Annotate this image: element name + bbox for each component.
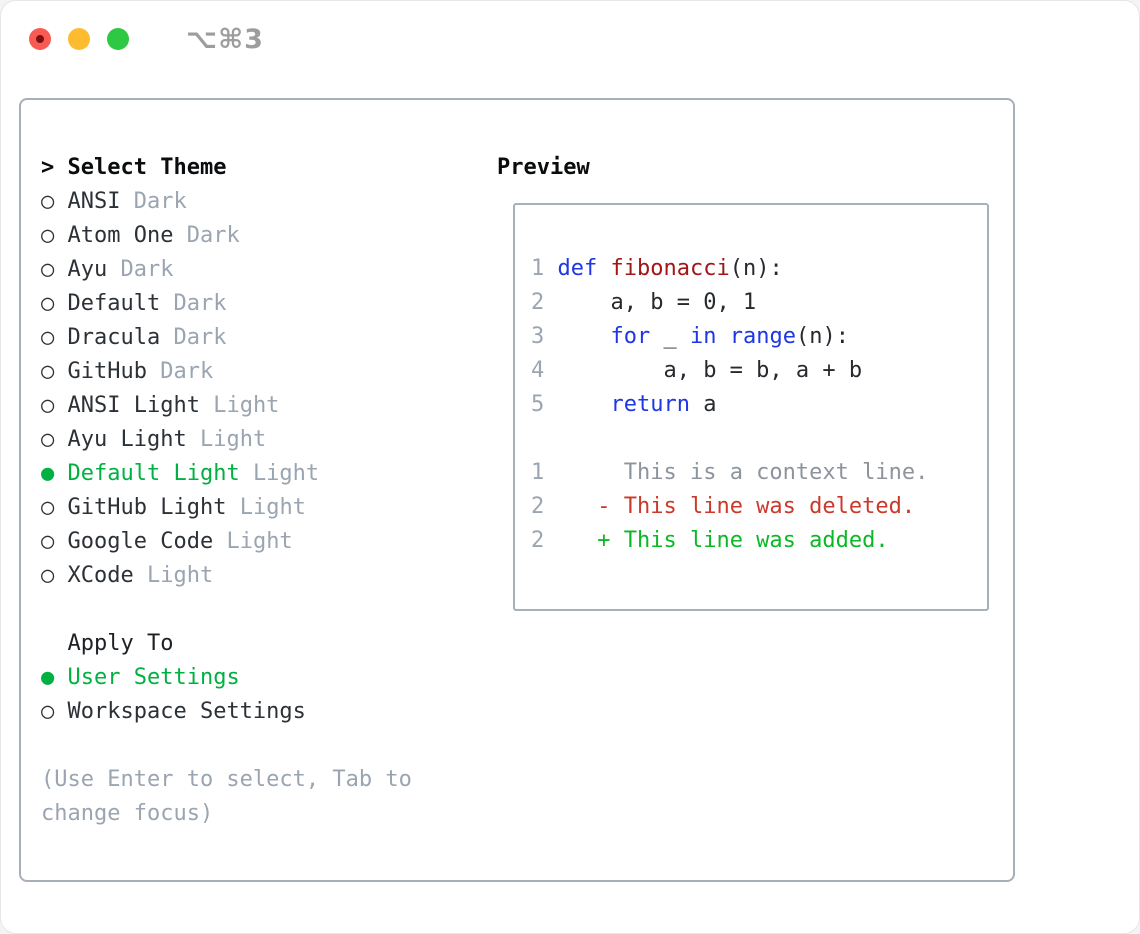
theme-option[interactable]: ○ Ayu Dark	[41, 253, 477, 287]
theme-option[interactable]: ○ GitHub Dark	[41, 355, 477, 389]
prompt-icon: >	[41, 155, 55, 180]
theme-option[interactable]: ○ Google Code Light	[41, 525, 477, 559]
theme-name: Ayu Light	[67, 427, 187, 452]
apply-option[interactable]: ● User Settings	[41, 661, 477, 695]
theme-variant: Dark	[186, 223, 240, 248]
diff-line-deleted: 2 - This line was deleted.	[531, 494, 916, 519]
theme-name: Dracula	[67, 325, 161, 350]
theme-variant: Dark	[133, 189, 187, 214]
theme-variant: Light	[199, 427, 267, 452]
spacer	[41, 729, 477, 763]
code-block: 1 def fibonacci(n): 2 a, b = 0, 1 3 for _ …	[531, 252, 987, 422]
hint-text: (Use Enter to select, Tab to change focu…	[41, 767, 412, 826]
radio-icon: ○	[41, 257, 55, 282]
radio-icon: ○	[41, 223, 55, 248]
diff-line-context: 1 This is a context line.	[531, 460, 929, 485]
line-number: 2	[531, 494, 545, 519]
theme-option[interactable]: ○ Ayu Light Light	[41, 423, 477, 457]
diff-marker: -	[597, 494, 624, 519]
window-title: ⌥⌘3	[186, 23, 264, 55]
code-line: 3 for _ in range(n):	[531, 324, 849, 349]
radio-icon: ○	[41, 359, 55, 384]
apply-to-list: ● User Settings○ Workspace Settings	[41, 661, 477, 729]
main-panel: > Select Theme ○ ANSI Dark○ Atom One Dar…	[19, 98, 1015, 882]
theme-option[interactable]: ○ Dracula Dark	[41, 321, 477, 355]
theme-variant: Light	[252, 461, 320, 486]
theme-variant: Dark	[120, 257, 174, 282]
theme-variant: Light	[146, 563, 214, 588]
theme-option[interactable]: ○ ANSI Dark	[41, 185, 477, 219]
radio-icon: ○	[41, 393, 55, 418]
spacer	[41, 593, 477, 627]
theme-name: GitHub	[67, 359, 147, 384]
apply-option-label: User Settings	[67, 665, 240, 690]
line-number: 1	[531, 460, 545, 485]
theme-name: Default Light	[67, 461, 240, 486]
radio-icon: ○	[41, 495, 55, 520]
theme-variant: Dark	[173, 325, 227, 350]
theme-name: XCode	[67, 563, 134, 588]
radio-icon: ○	[41, 325, 55, 350]
theme-name: Atom One	[67, 223, 174, 248]
radio-icon: ●	[41, 461, 55, 486]
diff-marker: +	[597, 528, 624, 553]
preview-heading: Preview	[497, 155, 590, 180]
radio-icon: ○	[41, 427, 55, 452]
zoom-button[interactable]	[107, 28, 129, 50]
line-number: 2	[531, 528, 545, 553]
minimize-button[interactable]	[68, 28, 90, 50]
theme-variant: Light	[239, 495, 306, 520]
line-number: 4	[531, 358, 545, 383]
theme-variant: Dark	[160, 359, 214, 384]
radio-icon: ○	[41, 699, 55, 724]
theme-name: ANSI Light	[67, 393, 200, 418]
theme-option[interactable]: ○ Atom One Dark	[41, 219, 477, 253]
code-line: 2 a, b = 0, 1	[531, 290, 757, 315]
radio-icon: ○	[41, 563, 55, 588]
code-line: 5 return a	[531, 392, 717, 417]
radio-icon: ○	[41, 291, 55, 316]
theme-option[interactable]: ○ ANSI Light Light	[41, 389, 477, 423]
line-number: 2	[531, 290, 545, 315]
line-number: 3	[531, 324, 545, 349]
select-theme-heading: > Select Theme	[41, 151, 477, 185]
theme-variant: Dark	[173, 291, 227, 316]
theme-name: Default	[67, 291, 161, 316]
select-theme-heading-label: Select Theme	[67, 155, 227, 180]
code-line: 1 def fibonacci(n):	[531, 256, 783, 281]
theme-name: ANSI	[67, 189, 121, 214]
preview-box: 1 def fibonacci(n): 2 a, b = 0, 1 3 for _ …	[513, 203, 989, 611]
line-number: 1	[531, 256, 545, 281]
diff-block: 1 This is a context line. 2 - This line w…	[531, 456, 987, 558]
diff-line-added: 2 + This line was added.	[531, 528, 889, 553]
radio-icon: ○	[41, 189, 55, 214]
theme-variant: Light	[213, 393, 280, 418]
theme-option[interactable]: ○ Default Dark	[41, 287, 477, 321]
theme-list: ○ ANSI Dark○ Atom One Dark○ Ayu Dark○ De…	[41, 185, 477, 593]
theme-name: Google Code	[67, 529, 214, 554]
close-dot-icon	[36, 35, 44, 43]
line-number: 5	[531, 392, 545, 417]
theme-variant: Light	[226, 529, 293, 554]
theme-column: > Select Theme ○ ANSI Dark○ Atom One Dar…	[41, 151, 477, 831]
apply-option-label: Workspace Settings	[67, 699, 306, 724]
theme-name: Ayu	[67, 257, 108, 282]
theme-option[interactable]: ○ GitHub Light Light	[41, 491, 477, 525]
code-line: 4 a, b = b, a + b	[531, 358, 863, 383]
apply-option[interactable]: ○ Workspace Settings	[41, 695, 477, 729]
blank-code-line	[531, 422, 987, 456]
radio-icon: ○	[41, 529, 55, 554]
theme-option[interactable]: ● Default Light Light	[41, 457, 477, 491]
close-button[interactable]	[29, 28, 51, 50]
apply-to-heading: Apply To	[67, 631, 174, 656]
theme-option[interactable]: ○ XCode Light	[41, 559, 477, 593]
titlebar: ⌥⌘3	[29, 24, 264, 55]
theme-name: GitHub Light	[67, 495, 227, 520]
radio-icon: ●	[41, 665, 55, 690]
